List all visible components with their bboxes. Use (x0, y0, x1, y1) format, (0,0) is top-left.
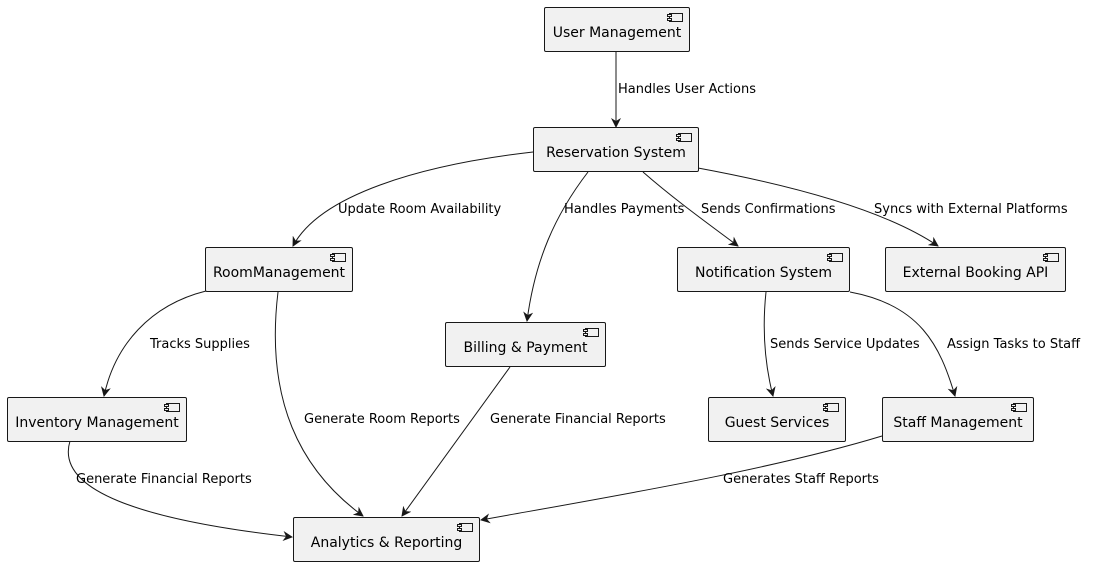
edge-label: Sends Confirmations (701, 202, 836, 217)
edge-label: Syncs with External Platforms (874, 202, 1068, 217)
user-management-component[interactable]: User Management (544, 7, 690, 52)
room-management-component[interactable]: RoomManagement (205, 247, 353, 292)
component-label: Notification System (695, 264, 832, 281)
edge-label: Tracks Supplies (150, 337, 250, 352)
external-booking-api-component[interactable]: External Booking API (885, 247, 1066, 292)
uml-component-icon (583, 328, 599, 337)
uml-component-icon (1043, 253, 1059, 262)
reservation-system-component[interactable]: Reservation System (533, 127, 699, 172)
uml-component-icon (330, 253, 346, 262)
uml-component-icon (667, 13, 683, 22)
staff-management-component[interactable]: Staff Management (882, 397, 1034, 442)
uml-component-icon (457, 523, 473, 532)
edge-reservation-to-billing (523, 171, 589, 322)
edge-room-to-analytics (274, 291, 364, 517)
edge-label: Sends Service Updates (770, 337, 920, 352)
edge-label: Generate Financial Reports (76, 472, 252, 487)
notification-system-component[interactable]: Notification System (677, 247, 850, 292)
edge-label: Handles User Actions (618, 82, 756, 97)
uml-component-icon (823, 403, 839, 412)
billing-payment-component[interactable]: Billing & Payment (445, 322, 606, 367)
edge-reservation-to-room (292, 151, 534, 247)
edge-label: Generate Financial Reports (490, 412, 666, 427)
guest-services-component[interactable]: Guest Services (708, 397, 846, 442)
edge-label: Generates Staff Reports (723, 472, 879, 487)
analytics-reporting-component[interactable]: Analytics & Reporting (293, 517, 480, 562)
edge-billing-to-analytics (401, 366, 511, 517)
edge-reservation-to-notification (642, 171, 739, 247)
uml-component-icon (827, 253, 843, 262)
uml-component-icon (676, 133, 692, 142)
edge-label: Update Room Availability (338, 202, 502, 217)
component-label: Staff Management (893, 414, 1023, 431)
edge-staff-to-analytics (480, 435, 883, 524)
component-label: Guest Services (724, 414, 830, 431)
uml-component-icon (1011, 403, 1027, 412)
edge-inventory-to-analytics (67, 440, 293, 541)
edge-room-to-inventory (101, 290, 207, 397)
component-label: User Management (552, 24, 682, 41)
component-label: RoomManagement (212, 264, 346, 281)
edge-notification-to-guest (763, 291, 776, 397)
inventory-management-component[interactable]: Inventory Management (7, 397, 187, 442)
edge-label: Handles Payments (564, 202, 685, 217)
component-label: External Booking API (902, 264, 1049, 281)
edge-notification-to-staff (849, 291, 958, 397)
edge-label: Generate Room Reports (304, 412, 460, 427)
component-label: Reservation System (546, 144, 686, 161)
uml-component-icon (164, 403, 180, 412)
component-label: Analytics & Reporting (310, 534, 463, 551)
edge-label: Assign Tasks to Staff (947, 337, 1081, 352)
component-label: Inventory Management (15, 414, 179, 431)
component-label: Billing & Payment (463, 339, 588, 356)
edge-reservation-to-external (697, 167, 939, 247)
